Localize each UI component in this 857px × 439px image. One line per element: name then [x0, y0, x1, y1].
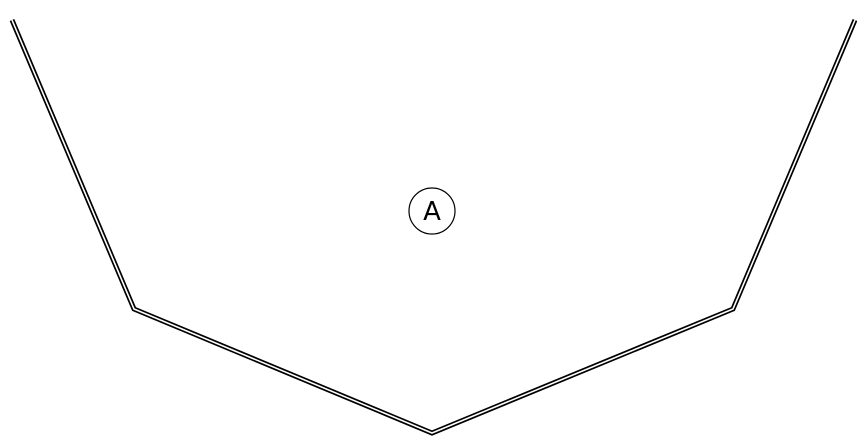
region-marker-circle	[408, 187, 456, 235]
outline-stroke-inner	[11, 19, 856, 434]
region-marker: A	[408, 187, 456, 235]
v-shaped-double-line-outline	[9, 19, 857, 436]
region-marker-label: A	[423, 197, 441, 227]
